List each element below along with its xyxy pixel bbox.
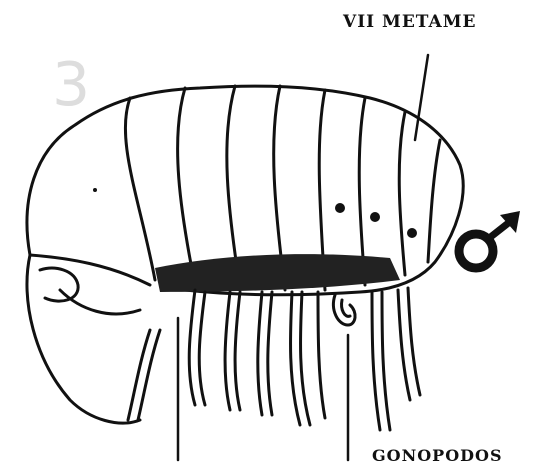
leg (258, 292, 262, 415)
speck-dot (93, 188, 97, 192)
leg (408, 288, 420, 395)
antenna (138, 330, 160, 420)
eye-cluster (40, 268, 78, 301)
gonopod (333, 295, 355, 325)
spiracle-dot (335, 203, 345, 213)
leg (235, 292, 240, 410)
spiracle-dot (407, 228, 417, 238)
gonopod-inner (342, 300, 350, 316)
leg (268, 292, 272, 415)
leg (318, 292, 325, 418)
segment-label: VII METAME (343, 12, 476, 32)
gonopods-label: GONOPODOS (372, 446, 503, 465)
spiracle-dot (370, 212, 380, 222)
mouthparts (60, 290, 140, 314)
segment-line-8 (428, 140, 440, 262)
leg (225, 292, 230, 410)
leg (199, 292, 205, 405)
head-outline (27, 255, 140, 423)
leg (372, 292, 380, 430)
segment-line-2 (178, 88, 195, 285)
head-line (30, 255, 150, 285)
leg (300, 292, 310, 425)
ventral-band (155, 254, 400, 292)
male-symbol-icon (448, 205, 528, 285)
leg (189, 290, 195, 405)
leg (382, 292, 390, 430)
segment-line-7 (399, 112, 405, 275)
segment-line-1 (125, 98, 155, 280)
leg (290, 292, 300, 425)
pointer-line-segment (415, 55, 428, 140)
